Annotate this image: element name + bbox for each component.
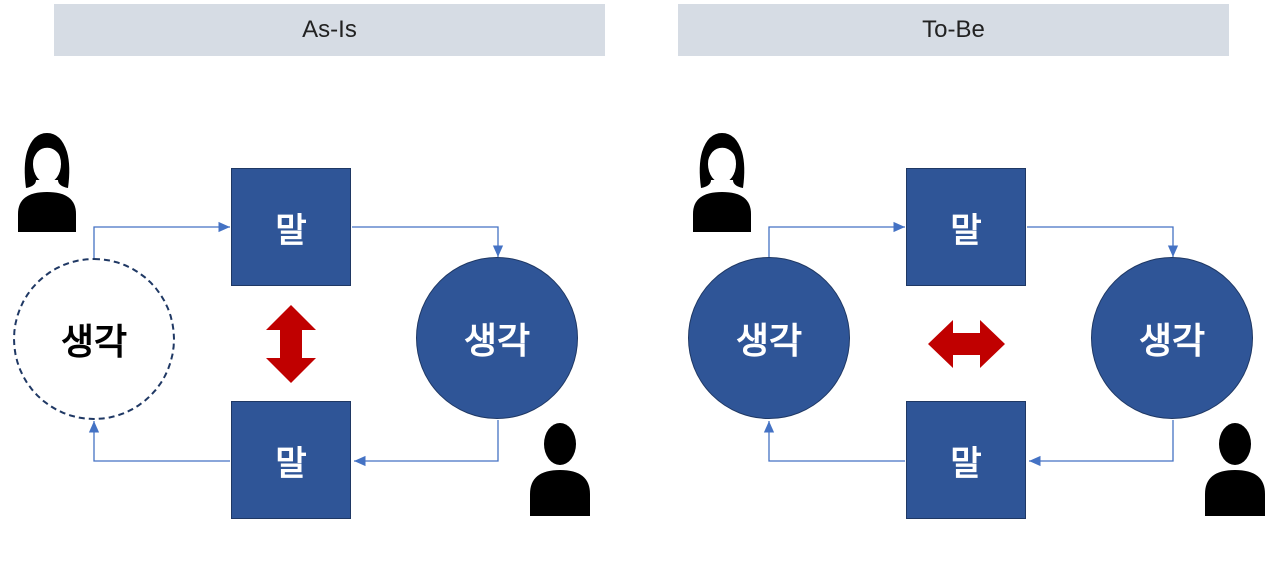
asis-right-circle-label: 생각 <box>463 321 531 362</box>
asis-top-box: 말 <box>231 168 351 286</box>
asis-top-box-label: 말 <box>275 210 307 251</box>
tobe-bottom-box: 말 <box>906 401 1026 519</box>
woman-icon <box>18 133 76 232</box>
connector-asis-bottom-to-left <box>88 421 230 462</box>
asis-bottom-box-label: 말 <box>275 443 307 484</box>
asis-left-circle-label: 생각 <box>60 322 128 363</box>
tobe-top-box: 말 <box>906 168 1026 286</box>
connector-asis-top-to-right <box>352 226 504 257</box>
man-icon <box>1205 423 1265 516</box>
double-arrow-vertical-icon <box>266 305 316 383</box>
tobe-top-box-label: 말 <box>950 210 982 251</box>
tobe-left-circle-label: 생각 <box>735 321 803 362</box>
panel-header-asis: As-Is <box>54 4 605 56</box>
woman-icon <box>693 133 751 232</box>
connector-tobe-top-to-right <box>1027 226 1179 257</box>
connector-tobe-bottom-to-left <box>763 421 905 462</box>
panel-header-tobe: To-Be <box>678 4 1229 56</box>
asis-left-circle: 생각 <box>13 258 175 420</box>
tobe-right-circle: 생각 <box>1091 257 1253 419</box>
asis-right-circle: 생각 <box>416 257 578 419</box>
tobe-right-circle-label: 생각 <box>1138 321 1206 362</box>
tobe-bottom-box-label: 말 <box>950 443 982 484</box>
tobe-left-circle: 생각 <box>688 257 850 419</box>
connector-tobe-right-to-bottom <box>1029 420 1174 467</box>
man-icon <box>530 423 590 516</box>
connector-tobe-left-to-top <box>768 221 905 257</box>
double-arrow-horizontal-icon <box>928 320 1005 368</box>
asis-bottom-box: 말 <box>231 401 351 519</box>
connector-asis-right-to-bottom <box>354 420 499 467</box>
